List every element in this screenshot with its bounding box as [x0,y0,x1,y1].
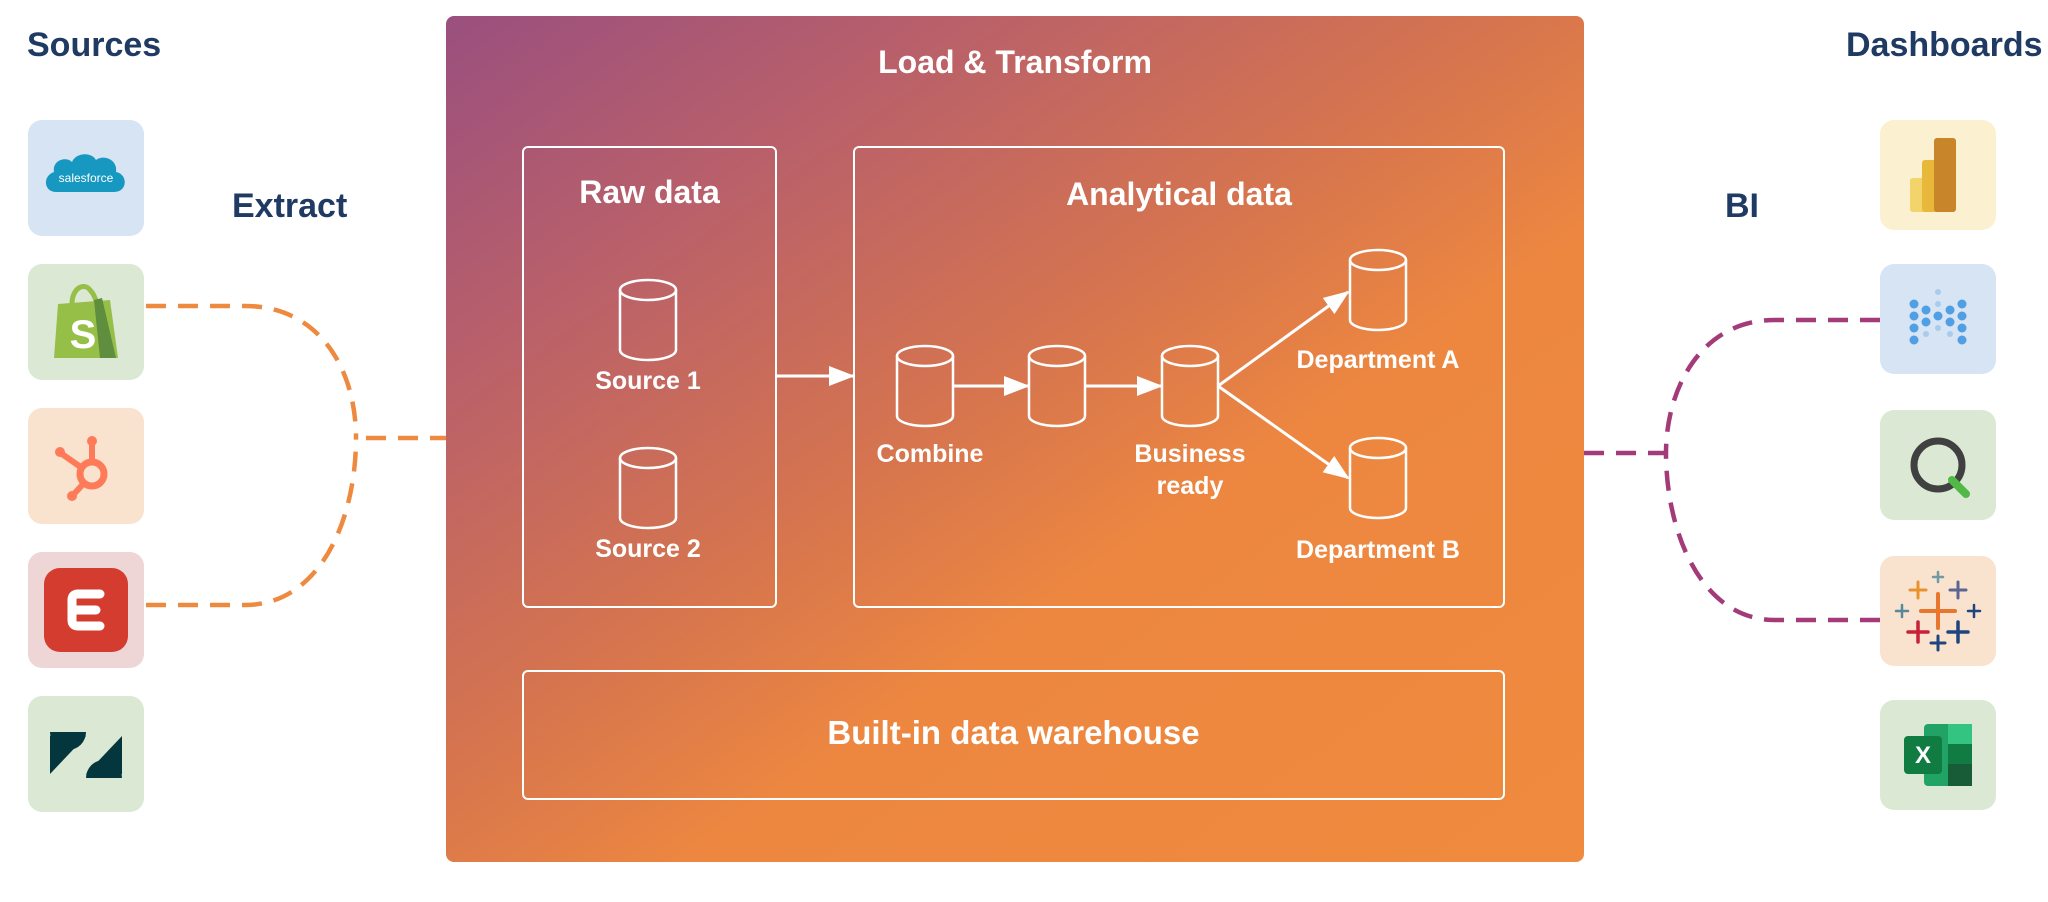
source-2-cylinder [618,446,678,530]
department-b-cylinder [1348,436,1408,520]
salesforce-icon: salesforce [28,120,144,236]
shopify-icon: S [28,264,144,380]
hubspot-icon [28,408,144,524]
business-ready-cylinder [1160,344,1220,428]
dashboards-title: Dashboards [1846,26,2043,64]
sources-title: Sources [27,26,162,64]
source-2-label: Source 2 [595,535,701,563]
combine-label: Combine [876,440,984,468]
metabase-icon [1880,264,1996,374]
intermediate-cylinder [1027,344,1087,428]
warehouse-label: Built-in data warehouse [827,714,1200,751]
load-transform-title: Load & Transform [878,44,1152,80]
raw-data-box [522,146,777,608]
business-ready-label: Business ready [1134,440,1246,500]
department-a-cylinder [1348,248,1408,332]
zendesk-icon [28,696,144,812]
salesforce-logo-text: salesforce [59,171,114,185]
warehouse-box [522,670,1505,800]
bi-line-top [1663,317,1880,454]
source-1-label: Source 1 [595,367,701,395]
combine-cylinder [895,344,955,428]
elastic-icon [28,552,144,668]
qlik-icon [1880,410,1996,520]
bi-label: BI [1725,187,1759,225]
department-b-arrow [1217,384,1350,480]
svg-text:S: S [70,313,97,357]
extract-line-bottom [146,437,359,608]
department-b-label: Department B [1296,536,1460,564]
bi-line-bottom [1663,452,1880,623]
source-1-cylinder [618,278,678,362]
raw-data-title: Raw data [579,174,720,210]
extract-label: Extract [232,187,348,225]
analytical-data-title: Analytical data [1066,176,1292,212]
department-a-arrow [1217,290,1350,388]
power-bi-icon [1880,120,1996,230]
tableau-icon [1880,556,1996,666]
excel-logo-text: X [1915,742,1931,769]
department-a-label: Department A [1296,346,1460,374]
excel-icon: X [1880,700,1996,810]
extract-line-top [146,303,359,439]
